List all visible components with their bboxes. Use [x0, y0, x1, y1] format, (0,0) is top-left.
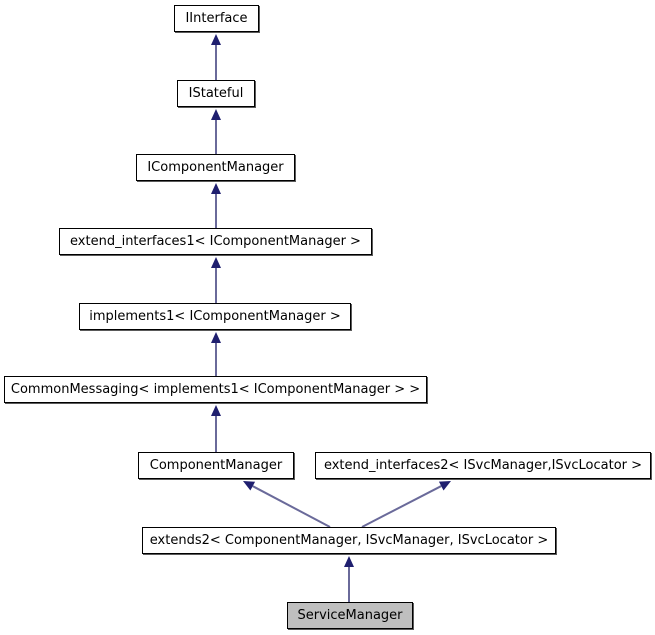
inheritance-arrow — [211, 183, 221, 228]
class-node-extends2[interactable]: extends2< ComponentManager, ISvcManager,… — [142, 527, 556, 554]
class-node-label: ComponentManager — [149, 458, 283, 473]
class-node-istateful[interactable]: IStateful — [177, 80, 255, 107]
inheritance-arrow — [243, 481, 331, 528]
class-node-servicemanager[interactable]: ServiceManager — [287, 602, 413, 629]
class-node-label: IStateful — [188, 86, 244, 101]
class-node-extend_interfaces2[interactable]: extend_interfaces2< ISvcManager,ISvcLoca… — [315, 452, 651, 479]
arrowhead-icon — [211, 257, 221, 268]
arrowhead-icon — [211, 405, 221, 416]
class-node-label: implements1< IComponentManager > — [89, 309, 341, 324]
inheritance-arrow — [211, 405, 221, 452]
inheritance-arrow — [211, 257, 221, 303]
inheritance-arrow — [361, 481, 451, 528]
inheritance-arrow — [211, 332, 221, 376]
class-node-label: IInterface — [185, 11, 248, 26]
arrowhead-icon — [211, 109, 221, 120]
class-node-implements1[interactable]: implements1< IComponentManager > — [79, 303, 351, 330]
class-node-label: extend_interfaces1< IComponentManager > — [70, 234, 361, 249]
arrowhead-icon — [438, 481, 451, 491]
arrowhead-icon — [211, 34, 221, 45]
class-node-label: IComponentManager — [147, 160, 284, 175]
class-node-commonmessaging[interactable]: CommonMessaging< implements1< IComponent… — [4, 376, 427, 403]
class-node-label: extend_interfaces2< ISvcManager,ISvcLoca… — [323, 458, 643, 473]
arrowhead-icon — [243, 481, 256, 491]
class-node-label: extends2< ComponentManager, ISvcManager,… — [149, 533, 549, 548]
class-node-icomponentmanager[interactable]: IComponentManager — [136, 154, 295, 181]
class-node-label: CommonMessaging< implements1< IComponent… — [10, 382, 421, 397]
inheritance-arrow — [211, 109, 221, 154]
arrowhead-icon — [211, 332, 221, 343]
class-node-iinterface[interactable]: IInterface — [174, 5, 259, 32]
inheritance-arrow — [344, 556, 354, 602]
class-node-label: ServiceManager — [297, 608, 403, 623]
class-node-extend_interfaces1[interactable]: extend_interfaces1< IComponentManager > — [59, 228, 372, 255]
arrowhead-icon — [344, 556, 354, 567]
class-node-componentmanager[interactable]: ComponentManager — [138, 452, 294, 479]
arrowhead-icon — [211, 183, 221, 194]
inheritance-arrow — [211, 34, 221, 80]
